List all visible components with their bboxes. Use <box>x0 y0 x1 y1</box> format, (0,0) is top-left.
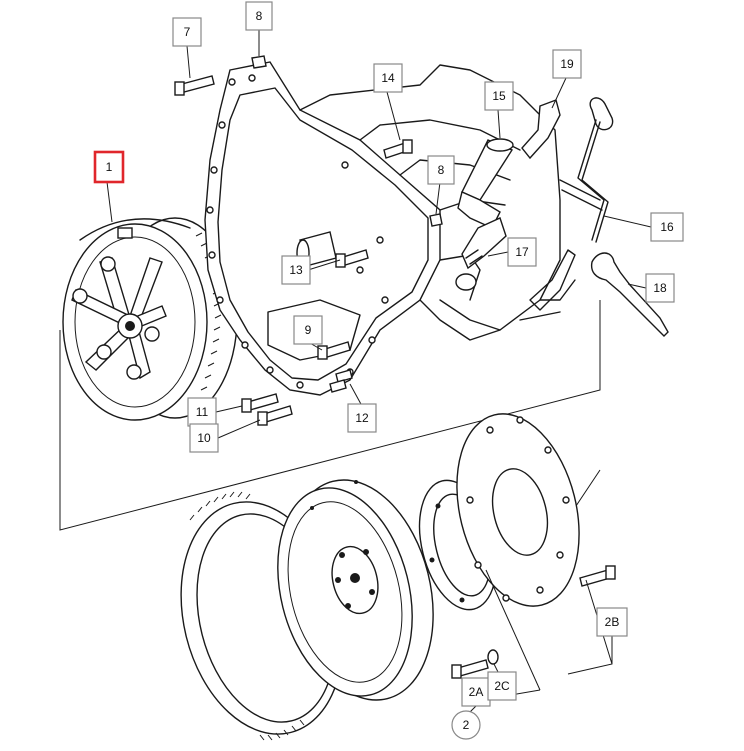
callout-text: 2C <box>494 679 510 693</box>
callout-text: 8 <box>438 163 445 177</box>
callout-box <box>189 423 219 453</box>
torque-converter <box>62 217 238 421</box>
bolts <box>174 55 443 426</box>
callout-text: 16 <box>660 220 674 234</box>
leader-lines <box>106 30 652 717</box>
callout-text: 15 <box>492 89 506 103</box>
callout-text: 2 <box>463 718 470 732</box>
callout-box <box>172 17 202 47</box>
callout-box <box>427 155 455 185</box>
callout-box <box>373 63 403 93</box>
callout-c7: 7 <box>172 17 202 47</box>
callout-box <box>187 397 217 427</box>
callout-text: 8 <box>256 9 263 23</box>
callout-box <box>596 607 628 637</box>
callout-text: 2B <box>605 615 620 629</box>
callout-c17: 17 <box>507 237 537 267</box>
callout-c18: 18 <box>645 273 675 303</box>
callout-c1: 1 <box>93 150 125 184</box>
callout-text: 1 <box>106 160 113 174</box>
callout-c8b: 8 <box>427 155 455 185</box>
callout-text: 18 <box>653 281 667 295</box>
callout-text: 12 <box>355 411 369 425</box>
callout-box <box>484 81 514 111</box>
callout-text: 7 <box>184 25 191 39</box>
callout-c2b: 2B <box>596 607 628 637</box>
callout-text: 11 <box>196 405 209 419</box>
callout-c19: 19 <box>552 49 582 79</box>
callout-c2a: 2A <box>461 677 491 707</box>
callout-c8a: 8 <box>245 1 273 31</box>
callout-c15: 15 <box>484 81 514 111</box>
callout-box <box>507 237 537 267</box>
callout-text: 19 <box>560 57 574 71</box>
callout-box <box>293 315 323 345</box>
callout-circle <box>451 710 481 740</box>
callout-box <box>552 49 582 79</box>
callout-c9: 9 <box>293 315 323 345</box>
callout-text: 9 <box>305 323 312 337</box>
callout-box-highlighted <box>93 150 125 184</box>
callout-c16: 16 <box>650 212 684 242</box>
callout-box <box>461 677 491 707</box>
flexplate <box>277 479 434 701</box>
callout-box <box>281 255 311 285</box>
callout-text: 2A <box>469 685 484 699</box>
callout-c13: 13 <box>281 255 311 285</box>
bell-housing <box>204 61 561 396</box>
linkage-and-tubes <box>455 97 669 337</box>
flexplate-fasteners <box>451 565 616 679</box>
callout-c12: 12 <box>347 403 377 433</box>
callout-c2: 2 <box>451 710 481 740</box>
callout-box <box>650 212 684 242</box>
callout-text: 17 <box>515 245 529 259</box>
callout-box <box>245 1 273 31</box>
callout-box <box>645 273 675 303</box>
callout-text: 13 <box>289 263 303 277</box>
drive-plate <box>456 413 580 607</box>
callout-c10: 10 <box>189 423 219 453</box>
callout-c11: 11 <box>187 397 217 427</box>
callout-c14: 14 <box>373 63 403 93</box>
callout-box <box>347 403 377 433</box>
callout-text: 10 <box>197 431 211 445</box>
callout-text: 14 <box>381 71 395 85</box>
callout-box <box>487 671 517 701</box>
callout-c2c: 2C <box>487 671 517 701</box>
